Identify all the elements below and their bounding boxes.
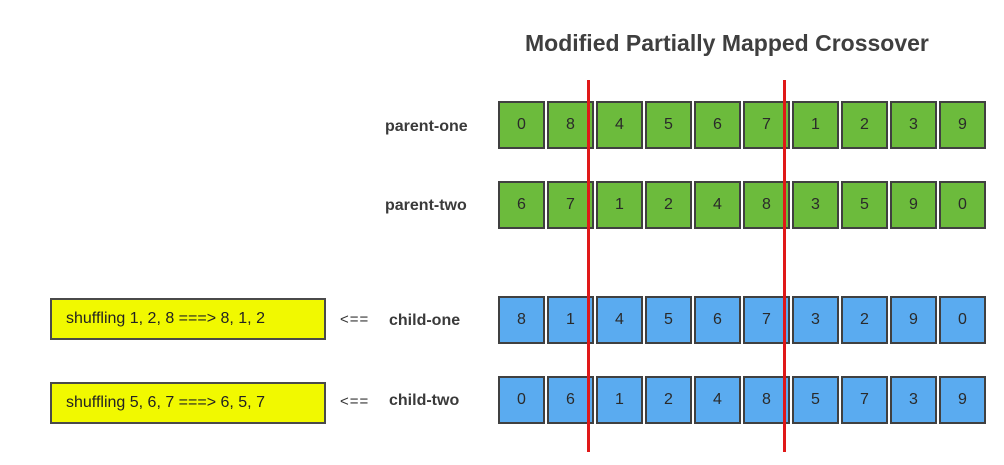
array-cell: 7 bbox=[743, 296, 790, 344]
row-label-parent-two: parent-two bbox=[385, 197, 467, 214]
array-cell: 1 bbox=[792, 101, 839, 149]
array-cell: 2 bbox=[841, 101, 888, 149]
array-cell: 5 bbox=[645, 101, 692, 149]
array-cell: 5 bbox=[841, 181, 888, 229]
array-cell: 0 bbox=[498, 101, 545, 149]
array-cell: 7 bbox=[743, 101, 790, 149]
array-parent-one: 0 8 4 5 6 7 1 2 3 9 bbox=[498, 101, 986, 149]
array-cell: 1 bbox=[547, 296, 594, 344]
array-cell: 9 bbox=[939, 101, 986, 149]
array-cell: 6 bbox=[498, 181, 545, 229]
array-cell: 8 bbox=[743, 181, 790, 229]
array-cell: 4 bbox=[694, 376, 741, 424]
array-cell: 0 bbox=[939, 181, 986, 229]
array-cell: 9 bbox=[890, 181, 937, 229]
array-cell: 1 bbox=[596, 376, 643, 424]
array-child-one: 8 1 4 5 6 7 3 2 9 0 bbox=[498, 296, 986, 344]
row-label-child-one: child-one bbox=[389, 312, 461, 329]
array-child-two: 0 6 1 2 4 8 5 7 3 9 bbox=[498, 376, 986, 424]
crossover-cut-line-left bbox=[587, 80, 590, 452]
array-cell: 3 bbox=[792, 181, 839, 229]
diagram-title: Modified Partially Mapped Crossover bbox=[525, 30, 929, 56]
array-cell: 7 bbox=[547, 181, 594, 229]
array-cell: 4 bbox=[596, 296, 643, 344]
array-cell: 2 bbox=[645, 376, 692, 424]
array-cell: 3 bbox=[792, 296, 839, 344]
arrow-child-two: <== bbox=[340, 393, 370, 410]
array-cell: 0 bbox=[939, 296, 986, 344]
array-cell: 2 bbox=[841, 296, 888, 344]
array-cell: 5 bbox=[792, 376, 839, 424]
array-cell: 8 bbox=[743, 376, 790, 424]
array-cell: 3 bbox=[890, 101, 937, 149]
array-cell: 9 bbox=[939, 376, 986, 424]
array-cell: 2 bbox=[645, 181, 692, 229]
array-cell: 7 bbox=[841, 376, 888, 424]
array-cell: 5 bbox=[645, 296, 692, 344]
array-cell: 4 bbox=[596, 101, 643, 149]
array-cell: 6 bbox=[694, 101, 741, 149]
crossover-cut-line-right bbox=[783, 80, 786, 452]
array-cell: 3 bbox=[890, 376, 937, 424]
shuffle-note-child-two: shuffling 5, 6, 7 ===> 6, 5, 7 bbox=[50, 382, 326, 424]
shuffle-note-child-one: shuffling 1, 2, 8 ===> 8, 1, 2 bbox=[50, 298, 326, 340]
array-cell: 4 bbox=[694, 181, 741, 229]
array-parent-two: 6 7 1 2 4 8 3 5 9 0 bbox=[498, 181, 986, 229]
array-cell: 6 bbox=[547, 376, 594, 424]
array-cell: 0 bbox=[498, 376, 545, 424]
array-cell: 6 bbox=[694, 296, 741, 344]
array-cell: 9 bbox=[890, 296, 937, 344]
array-cell: 8 bbox=[547, 101, 594, 149]
array-cell: 8 bbox=[498, 296, 545, 344]
array-cell: 1 bbox=[596, 181, 643, 229]
row-label-child-two: child-two bbox=[389, 392, 460, 409]
arrow-child-one: <== bbox=[340, 311, 370, 328]
row-label-parent-one: parent-one bbox=[385, 118, 468, 135]
